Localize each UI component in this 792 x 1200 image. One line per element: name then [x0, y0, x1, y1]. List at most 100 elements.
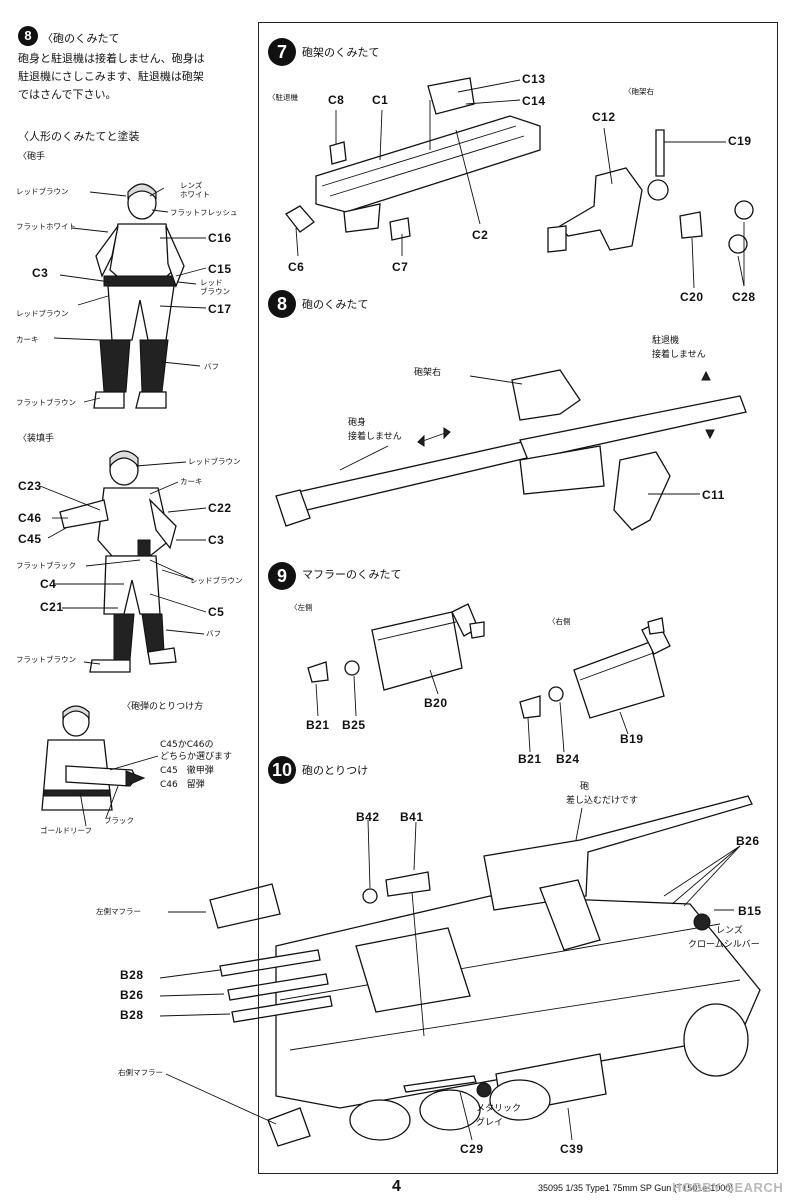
step8-recoil-note-2: 接着しません	[652, 350, 706, 360]
step7-recoil-label: 〈駐退機	[268, 93, 298, 102]
shell-gold-leaf: ゴールドリーフ	[40, 826, 93, 835]
page-number: 4	[392, 1178, 401, 1195]
loader-red-brown-top: レッドブラウン	[188, 457, 241, 466]
loader-part-c3: C3	[208, 533, 225, 547]
part-b26-left: B26	[120, 988, 144, 1002]
step9-title: マフラーのくみたて	[302, 568, 402, 581]
step8-recoil-note-1: 駐退機	[652, 336, 680, 346]
loader-figure	[39, 450, 207, 673]
loader-part-c22: C22	[208, 501, 232, 515]
part-b28-top: B28	[120, 968, 144, 982]
part-c1: C1	[372, 93, 389, 107]
part-b24: B24	[556, 752, 580, 766]
gunner-color-1: レッドブラウン	[16, 187, 69, 196]
step8-badge: 8	[268, 290, 296, 318]
part-c28: C28	[732, 290, 756, 304]
loader-buff: バフ	[206, 629, 221, 638]
loader-part-c4: C4	[40, 577, 57, 591]
gunner-color-3: レッドブラウン	[16, 309, 69, 318]
gunner-title: 〈砲手	[18, 152, 46, 162]
step7-cradle-label: 〈砲架右	[624, 87, 654, 96]
part-c7: C7	[392, 260, 409, 274]
gunner-lens-white: レンズ ホワイト	[180, 181, 210, 199]
part-b19: B19	[620, 732, 644, 746]
shell-note-1: C45かC46の	[160, 740, 214, 750]
part-b26-right: B26	[736, 834, 760, 848]
watermark: HOBBY SEARCH	[672, 1180, 784, 1195]
step9-badge: 9	[268, 562, 296, 590]
step8-title: 砲のくみたて	[302, 298, 369, 311]
part-b20: B20	[424, 696, 448, 710]
step10-badge: 10	[268, 756, 296, 784]
figures-heading: 〈人形のくみたてと塗装	[18, 130, 140, 143]
gunner-color-5: フラットブラウン	[16, 398, 76, 407]
gunner-part-c17: C17	[208, 302, 232, 316]
loader-title: 〈装填手	[18, 434, 55, 444]
gunner-figure	[53, 183, 207, 409]
step9-right-side: 〈右側	[548, 617, 571, 626]
muffler-right-drawing	[519, 617, 671, 753]
part-c12: C12	[592, 110, 616, 124]
part-c13: C13	[522, 72, 546, 86]
part-c20: C20	[680, 290, 704, 304]
step7-badge: 7	[268, 38, 296, 66]
left-step8-line-1: 砲身と駐退機は接着しません、砲身は	[18, 52, 205, 65]
part-b21-right: B21	[518, 752, 542, 766]
loader-flat-black: フラットブラック	[16, 561, 76, 570]
loader-part-c5: C5	[208, 605, 225, 619]
gunner-part-c15: C15	[208, 262, 232, 276]
part-b28-bottom: B28	[120, 1008, 144, 1022]
recoil-mechanism-drawing	[285, 77, 541, 257]
step10-grey-note-2: グレイ	[476, 1118, 504, 1128]
left-step8-line-3: ではさんで下さい。	[18, 88, 117, 101]
loader-flat-brown: フラットブラウン	[16, 655, 76, 664]
step8-barrel-note-1: 砲身	[348, 418, 367, 428]
step10-lens-note-1: レンズ	[716, 926, 743, 936]
part-c2: C2	[472, 228, 489, 242]
gunner-part-c3: C3	[32, 266, 49, 280]
shell-figure	[41, 705, 159, 827]
loader-red-brown-mid: レッドブラウン	[190, 576, 243, 585]
muffler-left-drawing	[307, 603, 485, 717]
gunner-buff: バフ	[204, 362, 219, 371]
part-c19: C19	[728, 134, 752, 148]
shell-title: 〈砲弾のとりつけ方	[122, 702, 204, 712]
part-c11: C11	[702, 488, 725, 502]
loader-part-c46: C46	[18, 511, 42, 525]
part-c14: C14	[522, 94, 546, 108]
loader-part-c23: C23	[18, 479, 42, 493]
part-c8: C8	[328, 93, 345, 107]
part-b42: B42	[356, 810, 380, 824]
step10-left-muffler: 左側マフラー	[96, 907, 141, 916]
right-cradle-drawing	[547, 127, 754, 289]
shell-note-4: C46 留弾	[160, 780, 205, 790]
left-step8-title: 〈砲のくみたて	[42, 32, 120, 45]
left-step8-line-2: 駐退機にさしこみます、駐退機は砲架	[18, 70, 204, 83]
part-c29: C29	[460, 1142, 484, 1156]
loader-part-c21: C21	[40, 600, 64, 614]
part-b25: B25	[342, 718, 366, 732]
step10-title: 砲のとりつけ	[302, 764, 369, 777]
vehicle-drawing	[159, 795, 761, 1147]
step9-left-side: 〈左側	[290, 603, 313, 612]
part-c6: C6	[288, 260, 305, 274]
gunner-color-2: フラットホワイト	[16, 222, 76, 231]
shell-note-2: どちらか選びます	[160, 752, 233, 762]
step8-cradle-right: 砲架右	[414, 368, 442, 378]
step10-gun-note-2: 差し込むだけです	[566, 796, 639, 806]
part-b21-left: B21	[306, 718, 330, 732]
part-b41: B41	[400, 810, 424, 824]
gunner-flat-flesh: フラットフレッシュ	[170, 208, 238, 217]
gun-assembly-drawing	[275, 369, 747, 531]
shell-black: ブラック	[104, 816, 134, 825]
loader-part-c45: C45	[18, 532, 42, 546]
left-step8-badge: 8	[18, 26, 38, 46]
assembly-frame	[258, 22, 778, 1174]
gunner-color-4: カーキ	[16, 335, 39, 344]
gunner-red-brown: レッド ブラウン	[200, 278, 230, 296]
gunner-part-c16: C16	[208, 231, 232, 245]
step10-grey-note-1: メタリック	[476, 1104, 522, 1114]
step10-right-muffler: 右側マフラー	[118, 1068, 163, 1077]
part-c39: C39	[560, 1142, 584, 1156]
